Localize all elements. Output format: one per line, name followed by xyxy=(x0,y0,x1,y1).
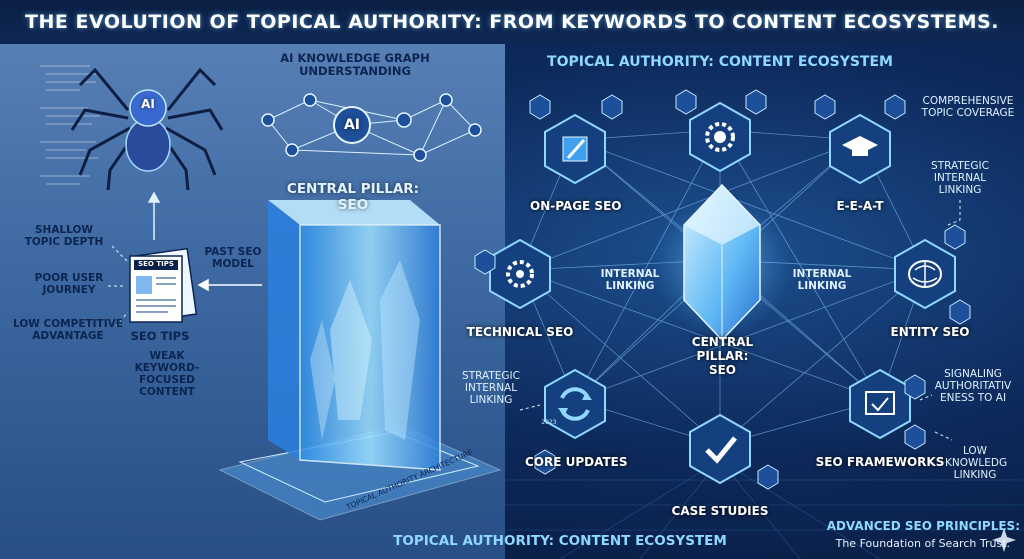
strategic-linking-left-label: STRATEGIC INTERNAL LINKING xyxy=(462,370,520,407)
low-competitive-label: LOW COMPETITIVE ADVANTAGE xyxy=(13,318,123,343)
spider-icon xyxy=(70,67,224,191)
document-icon xyxy=(129,247,198,323)
ai-knowledge-graph xyxy=(261,93,482,162)
poor-journey-label: POOR USER JOURNEY xyxy=(34,272,104,297)
node-label-eeat: E-E-A-T xyxy=(836,199,884,213)
code-background xyxy=(40,65,100,185)
checkmark-icon xyxy=(705,436,737,464)
weak-content-label: WEAK KEYWORD-FOCUSED CONTENT xyxy=(134,350,200,399)
arrow-to-spider xyxy=(147,191,161,240)
doc-connectors xyxy=(108,245,129,327)
year-badge: 2023 xyxy=(541,419,557,426)
shallow-topic-label: SHALLOW TOPIC DEPTH xyxy=(24,224,104,249)
node-label-frameworks: SEO FRAMEWORKS xyxy=(815,455,945,469)
strategic-linking-top-label: STRATEGIC INTERNAL LINKING xyxy=(931,160,989,197)
page-title: THE EVOLUTION OF TOPICAL AUTHORITY: FROM… xyxy=(0,0,1024,44)
node-label-entity: ENTITY SEO xyxy=(890,325,970,339)
principles-subtitle: The Foundation of Search Trust. xyxy=(835,537,1010,550)
node-label-case: CASE STUDIES xyxy=(671,504,769,518)
satellite-hexes xyxy=(474,89,971,490)
pencil-icon xyxy=(562,136,588,162)
brain-icon xyxy=(908,260,942,288)
doc-header-text: SEO TIPS xyxy=(138,260,174,268)
arrow-to-doc xyxy=(197,278,262,292)
gear-icon xyxy=(705,122,735,152)
graduation-cap-icon xyxy=(842,136,878,156)
node-label-central: CENTRAL PILLAR: SEO xyxy=(691,335,754,377)
past-seo-model-label: PAST SEO MODEL xyxy=(204,246,262,271)
low-linking-label: LOW KNOWLEDG LINKING xyxy=(945,445,1008,482)
core-hex xyxy=(544,368,606,440)
comprehensive-coverage-label: COMPREHENSIVE TOPIC COVERAGE xyxy=(921,95,1015,120)
sparkle-icon xyxy=(992,528,1016,552)
floor-grid xyxy=(505,459,1024,559)
pillar-label: CENTRAL PILLAR: SEO xyxy=(286,181,420,213)
signaling-label: SIGNALING AUTHORITATIV ENESS TO AI xyxy=(934,368,1012,405)
principles-title: ADVANCED SEO PRINCIPLES: xyxy=(826,519,1020,533)
ai-graph-label: AI KNOWLEDGE GRAPH UNDERSTANDING xyxy=(280,51,430,79)
case-hex xyxy=(689,413,751,485)
spider-ai-text: AI xyxy=(141,97,155,111)
central-crystal xyxy=(652,183,792,342)
internal-linking-left: INTERNAL LINKING xyxy=(600,268,660,293)
central-pillar-crystal xyxy=(268,200,441,471)
node-label-core: CORE UPDATES xyxy=(525,455,628,469)
frameworks-hex xyxy=(849,368,911,440)
ecosystem-heading: TOPICAL AUTHORITY: CONTENT ECOSYSTEM xyxy=(547,54,893,70)
refresh-icon xyxy=(558,387,592,421)
node-label-technical: TECHNICAL SEO xyxy=(466,325,574,339)
framework-icon xyxy=(865,391,895,415)
footer-heading: TOPICAL AUTHORITY: CONTENT ECOSYSTEM xyxy=(393,533,727,549)
seo-tips-caption: SEO TIPS xyxy=(130,329,190,343)
gear-small-icon xyxy=(506,260,534,288)
graph-center-ai-text: AI xyxy=(343,117,361,133)
node-label-onpage: ON-PAGE SEO xyxy=(530,199,622,213)
right-pointers xyxy=(519,200,961,441)
internal-linking-right: INTERNAL LINKING xyxy=(792,268,852,293)
